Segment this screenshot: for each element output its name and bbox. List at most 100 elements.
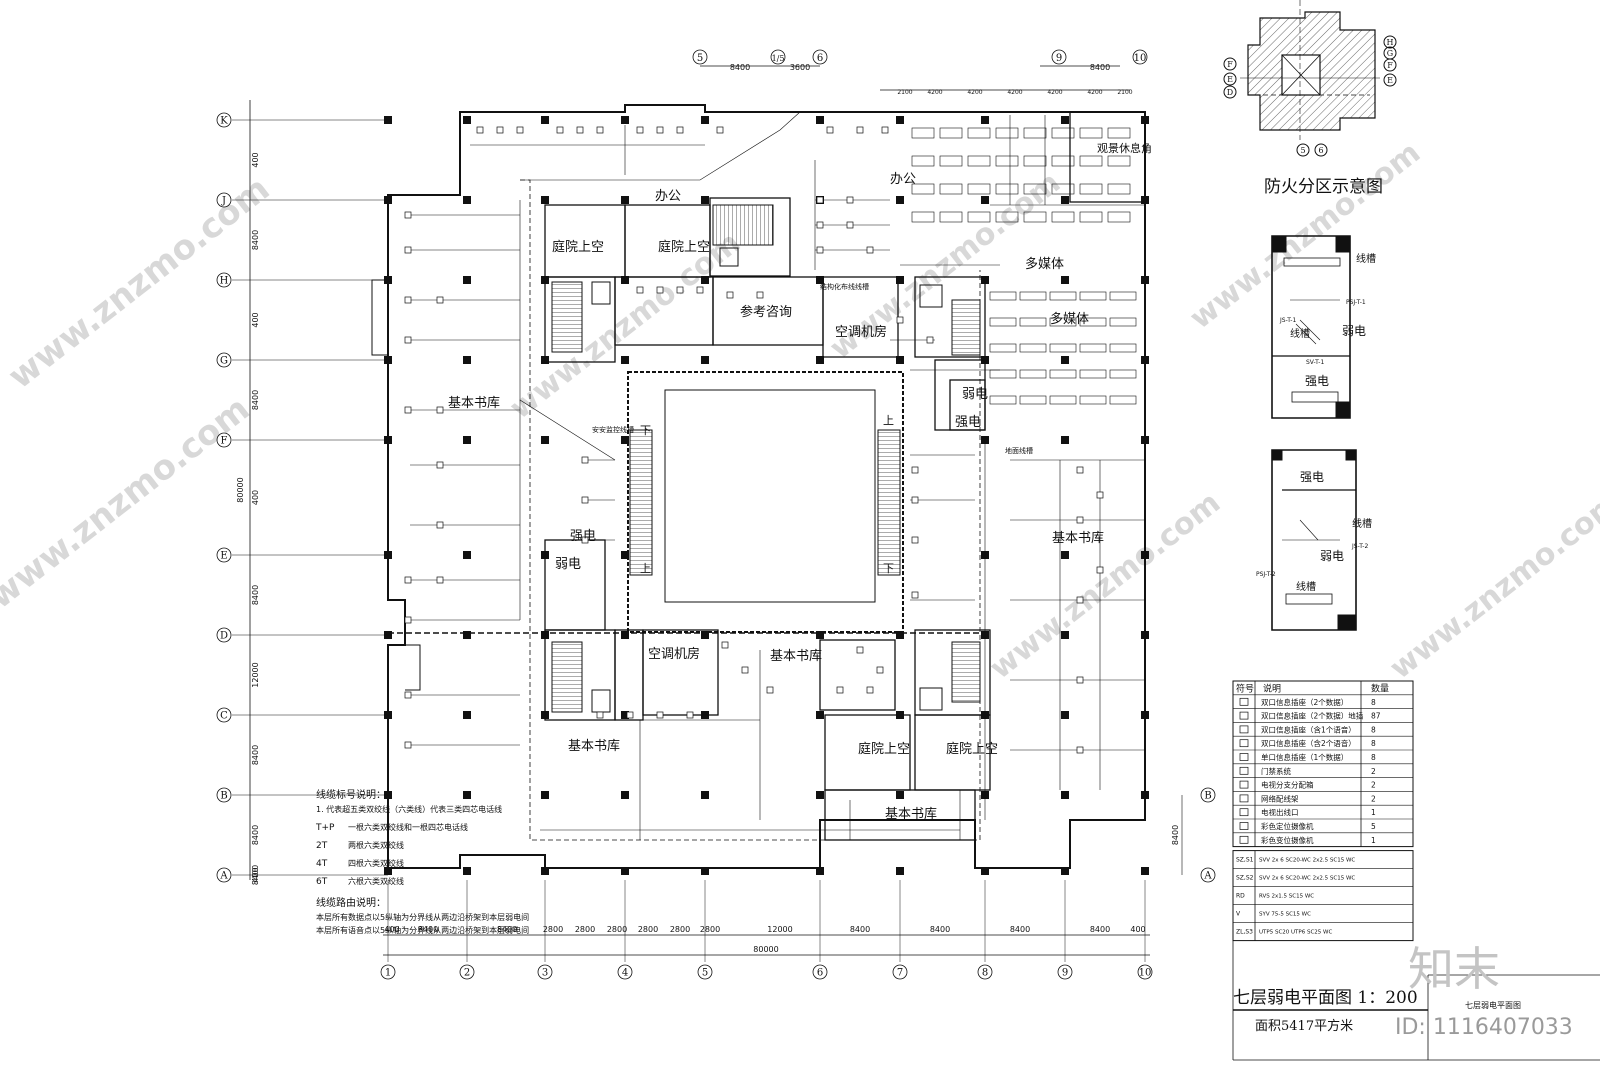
legend-symbol bbox=[1239, 766, 1249, 775]
dim-label: 8400 bbox=[1090, 925, 1110, 934]
info-outlet bbox=[404, 336, 412, 344]
structural-column bbox=[816, 356, 824, 364]
grid-row-label: G bbox=[220, 356, 228, 367]
spec-text: SVV 2x 6 SC20-WC 2x2.5 SC15 WC bbox=[1259, 858, 1355, 864]
structural-column bbox=[541, 196, 549, 204]
fire-diagram-labels: H G F E F E D 5 6 防火分区示意图 bbox=[1227, 38, 1394, 197]
spec-text: SYV 75-5 SC15 WC bbox=[1259, 912, 1311, 918]
grid-col-label: 1 bbox=[385, 968, 391, 979]
outlet-symbols bbox=[404, 126, 1104, 754]
notes-code: T+P bbox=[315, 823, 335, 833]
desk bbox=[1051, 155, 1075, 167]
structural-column bbox=[1061, 631, 1069, 639]
cable-route bbox=[519, 399, 616, 461]
trough-label: 地面线槽 bbox=[1005, 446, 1033, 455]
notes-line: 本层所有语音点以5纵轴为分界线从两边沿桥架到本层弱电间 bbox=[316, 925, 529, 935]
dim-label: 3600 bbox=[790, 63, 810, 72]
structural-column bbox=[701, 631, 709, 639]
desk bbox=[1019, 369, 1047, 379]
structural-column bbox=[384, 791, 392, 799]
grid-col-label: 10 bbox=[1139, 968, 1152, 979]
structural-column bbox=[621, 436, 629, 444]
dim-label: 12000 bbox=[767, 925, 792, 934]
desk bbox=[1109, 343, 1137, 353]
room-office: 办公 bbox=[890, 172, 916, 187]
structural-column bbox=[816, 791, 824, 799]
structural-column bbox=[621, 196, 629, 204]
room-weak-current: 弱电 bbox=[962, 387, 988, 402]
dim-label: 400 bbox=[384, 925, 399, 934]
structural-column bbox=[981, 116, 989, 124]
structural-column bbox=[384, 711, 392, 719]
desk bbox=[1079, 211, 1103, 223]
structural-column bbox=[463, 791, 471, 799]
structural-column bbox=[896, 631, 904, 639]
dim-label: 8400 bbox=[251, 390, 260, 410]
stair-up-label: 上 bbox=[883, 414, 894, 427]
room-labels: 办公 办公 观景休息角 庭院上空 庭院上空 庭院上空 庭院上空 参考咨询 空调机… bbox=[448, 141, 1152, 822]
stair-down-label: 下 bbox=[883, 562, 894, 575]
desk bbox=[995, 211, 1019, 223]
structural-column bbox=[384, 551, 392, 559]
legend-desc: 双口信息插座（2个数据） bbox=[1261, 697, 1348, 707]
info-outlet bbox=[581, 536, 589, 544]
info-outlet bbox=[596, 711, 604, 719]
info-outlet bbox=[596, 126, 604, 134]
room-book-stacks: 基本书库 bbox=[1052, 530, 1104, 546]
cable-spec-frame bbox=[1232, 850, 1414, 942]
grid-col-label: 5 bbox=[702, 968, 708, 979]
room-ac-plant: 空调机房 bbox=[835, 324, 887, 340]
room-office: 办公 bbox=[655, 189, 681, 204]
notes-line: 两根六类双绞线 bbox=[348, 840, 404, 850]
cable-notes: 线缆标号说明： 1. 代表超五类双绞线（六类线）代表三类四芯电话线 T+P 一根… bbox=[315, 788, 529, 935]
info-outlet bbox=[404, 691, 412, 699]
structural-column bbox=[384, 276, 392, 284]
notes-code: 4T bbox=[316, 859, 328, 869]
info-outlet bbox=[404, 211, 412, 219]
desk bbox=[1107, 183, 1131, 195]
info-outlet bbox=[686, 711, 694, 719]
structural-column bbox=[701, 867, 709, 875]
structural-column bbox=[463, 867, 471, 875]
desk bbox=[995, 127, 1019, 139]
room-courtyard-void: 庭院上空 bbox=[552, 239, 604, 255]
dim-label: 400 bbox=[1130, 925, 1145, 934]
room-book-stacks: 基本书库 bbox=[568, 738, 620, 754]
legend-desc: 电视出线口 bbox=[1261, 807, 1299, 817]
desk bbox=[911, 155, 935, 167]
info-outlet bbox=[581, 496, 589, 504]
legend-desc: 双口信息插座（含2个语音） bbox=[1261, 738, 1356, 748]
grid-label: E bbox=[1387, 76, 1393, 85]
grid-label: 6 bbox=[817, 53, 823, 64]
detail-label: PSJ-T-2 bbox=[1256, 571, 1276, 578]
structural-column bbox=[621, 631, 629, 639]
legend-qty: 1 bbox=[1371, 836, 1376, 845]
info-outlet bbox=[636, 286, 644, 294]
info-outlet bbox=[696, 286, 704, 294]
dim-total: 80000 bbox=[236, 477, 245, 502]
drawing-title-block: 七层弱电平面图 1：200 面积5417平方米 七层弱电平面图 知末 ID: 1… bbox=[1233, 942, 1573, 1040]
legend-desc: 彩色定位摄像机 bbox=[1261, 821, 1314, 831]
legend-desc: 单口信息插座（1个数据） bbox=[1261, 752, 1348, 762]
desk bbox=[1107, 155, 1131, 167]
structural-column bbox=[621, 356, 629, 364]
drawing-area: 面积5417平方米 bbox=[1255, 1018, 1353, 1034]
desk bbox=[1049, 395, 1077, 405]
grid-label: 10 bbox=[1134, 53, 1147, 64]
desk bbox=[1107, 211, 1131, 223]
info-outlet bbox=[926, 336, 934, 344]
structural-column bbox=[896, 276, 904, 284]
watermark-text: www.znzmo.com bbox=[1383, 485, 1600, 686]
desk bbox=[1079, 343, 1107, 353]
info-outlet bbox=[404, 576, 412, 584]
notes-line: 一根六类双绞线和一根四芯电话线 bbox=[348, 822, 468, 832]
desk bbox=[1049, 317, 1077, 327]
structural-column bbox=[1141, 276, 1149, 284]
legend-symbol bbox=[1239, 697, 1249, 706]
desk bbox=[1051, 127, 1075, 139]
structural-column bbox=[384, 196, 392, 204]
desk bbox=[1023, 127, 1047, 139]
structural-column bbox=[816, 116, 824, 124]
desk bbox=[1051, 183, 1075, 195]
grid-label: E bbox=[1227, 75, 1233, 84]
